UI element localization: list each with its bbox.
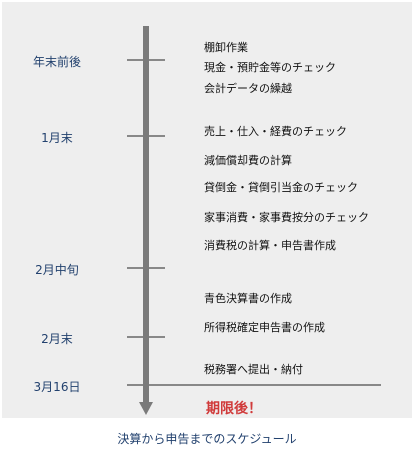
task-item: 棚卸作業 (204, 41, 248, 54)
task-item: 現金・預貯金等のチェック (204, 61, 336, 74)
timeline-arrow-shaft (143, 26, 149, 404)
deadline-line (127, 384, 381, 386)
task-item: 青色決算書の作成 (204, 292, 292, 305)
timeline-arrowhead (139, 402, 153, 415)
diagram-caption: 決算から申告までのスケジュール (117, 432, 297, 446)
task-item: 売上・仕入・経費のチェック (204, 125, 347, 138)
milestone-mid-february: 2月中旬 (35, 263, 79, 277)
milestone-end-of-january: 1月末 (41, 131, 73, 145)
task-item: 会計データの繰越 (204, 82, 292, 95)
milestone-march-16: 3月16日 (33, 380, 81, 394)
task-item: 減価償却費の計算 (204, 154, 292, 167)
deadline-warning: 期限後！ (206, 401, 262, 417)
task-item: 所得税確定申告書の作成 (204, 321, 325, 334)
diagram-panel: 年末前後 1月末 2月中旬 2月末 3月16日 棚卸作業 現金・預貯金等のチェッ… (2, 2, 412, 418)
milestone-end-of-february: 2月末 (41, 332, 73, 346)
task-item: 家事消費・家事費按分のチェック (204, 211, 369, 224)
task-item: 税務署へ提出・納付 (204, 363, 303, 376)
task-item: 貸倒金・貸倒引当金のチェック (204, 181, 358, 194)
milestone-year-end: 年末前後 (32, 55, 81, 69)
task-item: 消費税の計算・申告書作成 (204, 239, 336, 252)
